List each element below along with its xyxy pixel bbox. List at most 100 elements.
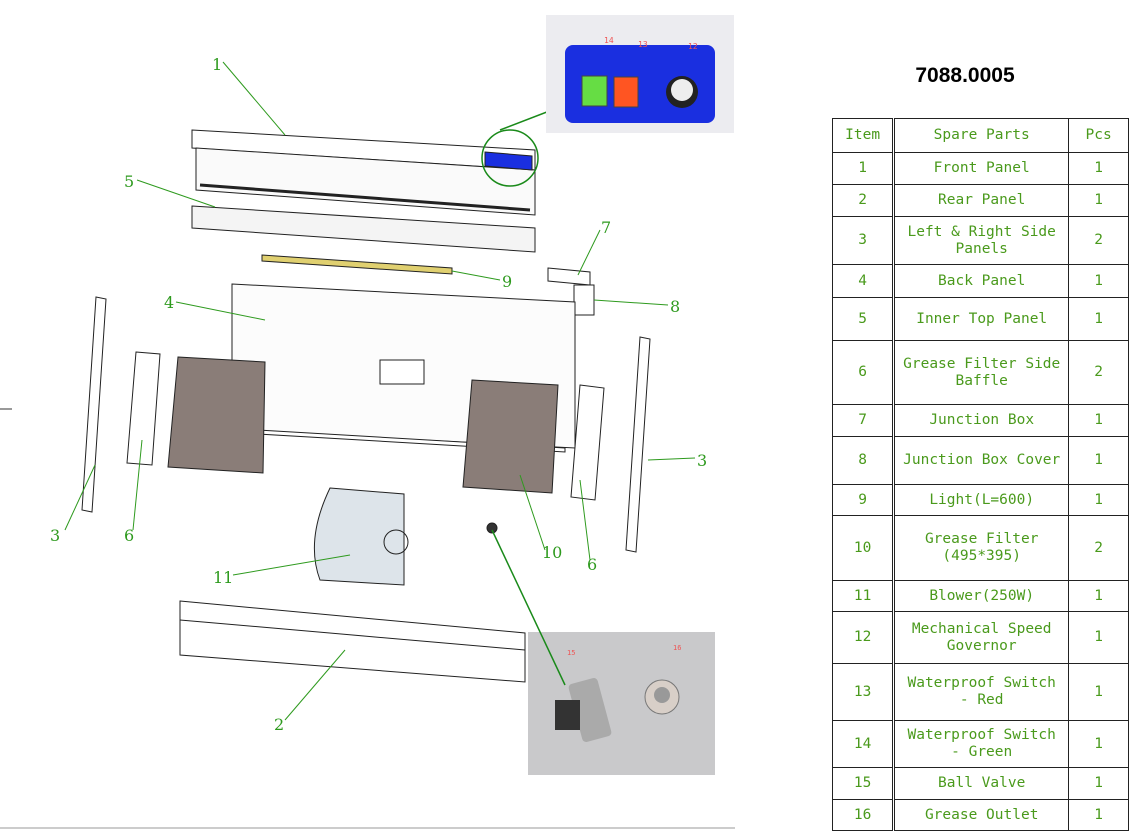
photo-label-14: 14: [604, 36, 614, 45]
callout-3-left: 3: [50, 526, 60, 545]
part-name-cell: Waterproof Switch - Green: [893, 720, 1070, 768]
baffle-right: [570, 384, 605, 501]
pcs-cell: 1: [1068, 663, 1129, 721]
photo-label-12: 12: [688, 42, 698, 51]
callout-5: 5: [124, 172, 134, 191]
item-cell: 7: [831, 404, 896, 437]
item-cell: 13: [831, 663, 896, 721]
callout-11: 11: [213, 568, 233, 587]
pcs-cell: 1: [1068, 436, 1129, 485]
pcs-cell: 2: [1068, 216, 1129, 265]
pcs-cell: 1: [1068, 297, 1129, 341]
blower: [313, 487, 409, 586]
side-panel-left: [81, 296, 107, 513]
part-name-cell: Inner Top Panel: [893, 297, 1070, 341]
part-name-cell: Front Panel: [893, 152, 1070, 185]
item-cell: 11: [831, 580, 896, 612]
photo-label-13: 13: [638, 40, 648, 49]
callout-9: 9: [502, 272, 512, 291]
photo-label-15: 15: [567, 649, 575, 657]
item-cell: 16: [831, 799, 896, 831]
table-header-row: Item Spare Parts Pcs: [831, 118, 1129, 153]
callout-10: 10: [542, 543, 562, 562]
callout-3-right: 3: [697, 451, 707, 470]
pcs-cell: 1: [1068, 720, 1129, 768]
callout-6-right: 6: [587, 555, 597, 574]
pcs-cell: 1: [1068, 611, 1129, 664]
control-panel-photo: 14 13 12: [546, 15, 734, 133]
item-cell: 1: [831, 152, 896, 185]
pcs-cell: 2: [1068, 340, 1129, 405]
part-name-cell: Mechanical Speed Governor: [893, 611, 1070, 664]
pcs-cell: 2: [1068, 515, 1129, 581]
part-name-cell: Blower(250W): [893, 580, 1070, 612]
pcs-cell: 1: [1068, 799, 1129, 831]
exploded-parts-diagram: 14 13 12 15 16 1 5 4 9 7 8 3 6: [0, 15, 735, 829]
item-cell: 12: [831, 611, 896, 664]
callout-7: 7: [601, 218, 611, 237]
part-name-cell: Grease Filter Side Baffle: [893, 340, 1070, 405]
item-cell: 9: [831, 484, 896, 516]
pcs-cell: 1: [1068, 264, 1129, 298]
item-cell: 3: [831, 216, 896, 265]
item-cell: 14: [831, 720, 896, 768]
grease-filter-right: [462, 379, 559, 494]
part-name-cell: Grease Filter (495*395): [893, 515, 1070, 581]
part-name-cell: Ball Valve: [893, 767, 1070, 800]
front-panel: [191, 129, 536, 216]
part-name-cell: Grease Outlet: [893, 799, 1070, 831]
light: [261, 254, 453, 275]
part-name-cell: Light(L=600): [893, 484, 1070, 516]
header-pcs: Pcs: [1068, 118, 1129, 153]
callout-6-left: 6: [124, 526, 134, 545]
rear-panel: [179, 600, 526, 683]
grease-filter-left: [167, 356, 266, 474]
baffle-left: [126, 351, 161, 466]
header-item: Item: [831, 118, 896, 153]
pcs-cell: 1: [1068, 152, 1129, 185]
pcs-cell: 1: [1068, 580, 1129, 612]
item-cell: 2: [831, 184, 896, 217]
pcs-cell: 1: [1068, 484, 1129, 516]
pcs-cell: 1: [1068, 404, 1129, 437]
callout-2: 2: [274, 715, 284, 734]
part-name-cell: Back Panel: [893, 264, 1070, 298]
callout-1: 1: [212, 55, 222, 74]
callout-8: 8: [670, 297, 680, 316]
header-spare-parts: Spare Parts: [893, 118, 1070, 153]
item-cell: 5: [831, 297, 896, 341]
item-cell: 10: [831, 515, 896, 581]
item-cell: 4: [831, 264, 896, 298]
item-cell: 6: [831, 340, 896, 405]
part-name-cell: Rear Panel: [893, 184, 1070, 217]
pcs-cell: 1: [1068, 184, 1129, 217]
item-cell: 15: [831, 767, 896, 800]
part-name-cell: Waterproof Switch - Red: [893, 663, 1070, 721]
part-name-cell: Left & Right Side Panels: [893, 216, 1070, 265]
photo-label-16: 16: [673, 644, 681, 652]
item-cell: 8: [831, 436, 896, 485]
valve-photo: 15 16: [528, 632, 715, 775]
part-name-cell: Junction Box: [893, 404, 1070, 437]
model-number: 7088.0005: [915, 64, 1015, 87]
pcs-cell: 1: [1068, 767, 1129, 800]
part-name-cell: Junction Box Cover: [893, 436, 1070, 485]
callout-4: 4: [164, 293, 174, 312]
side-panel-right: [625, 336, 651, 553]
